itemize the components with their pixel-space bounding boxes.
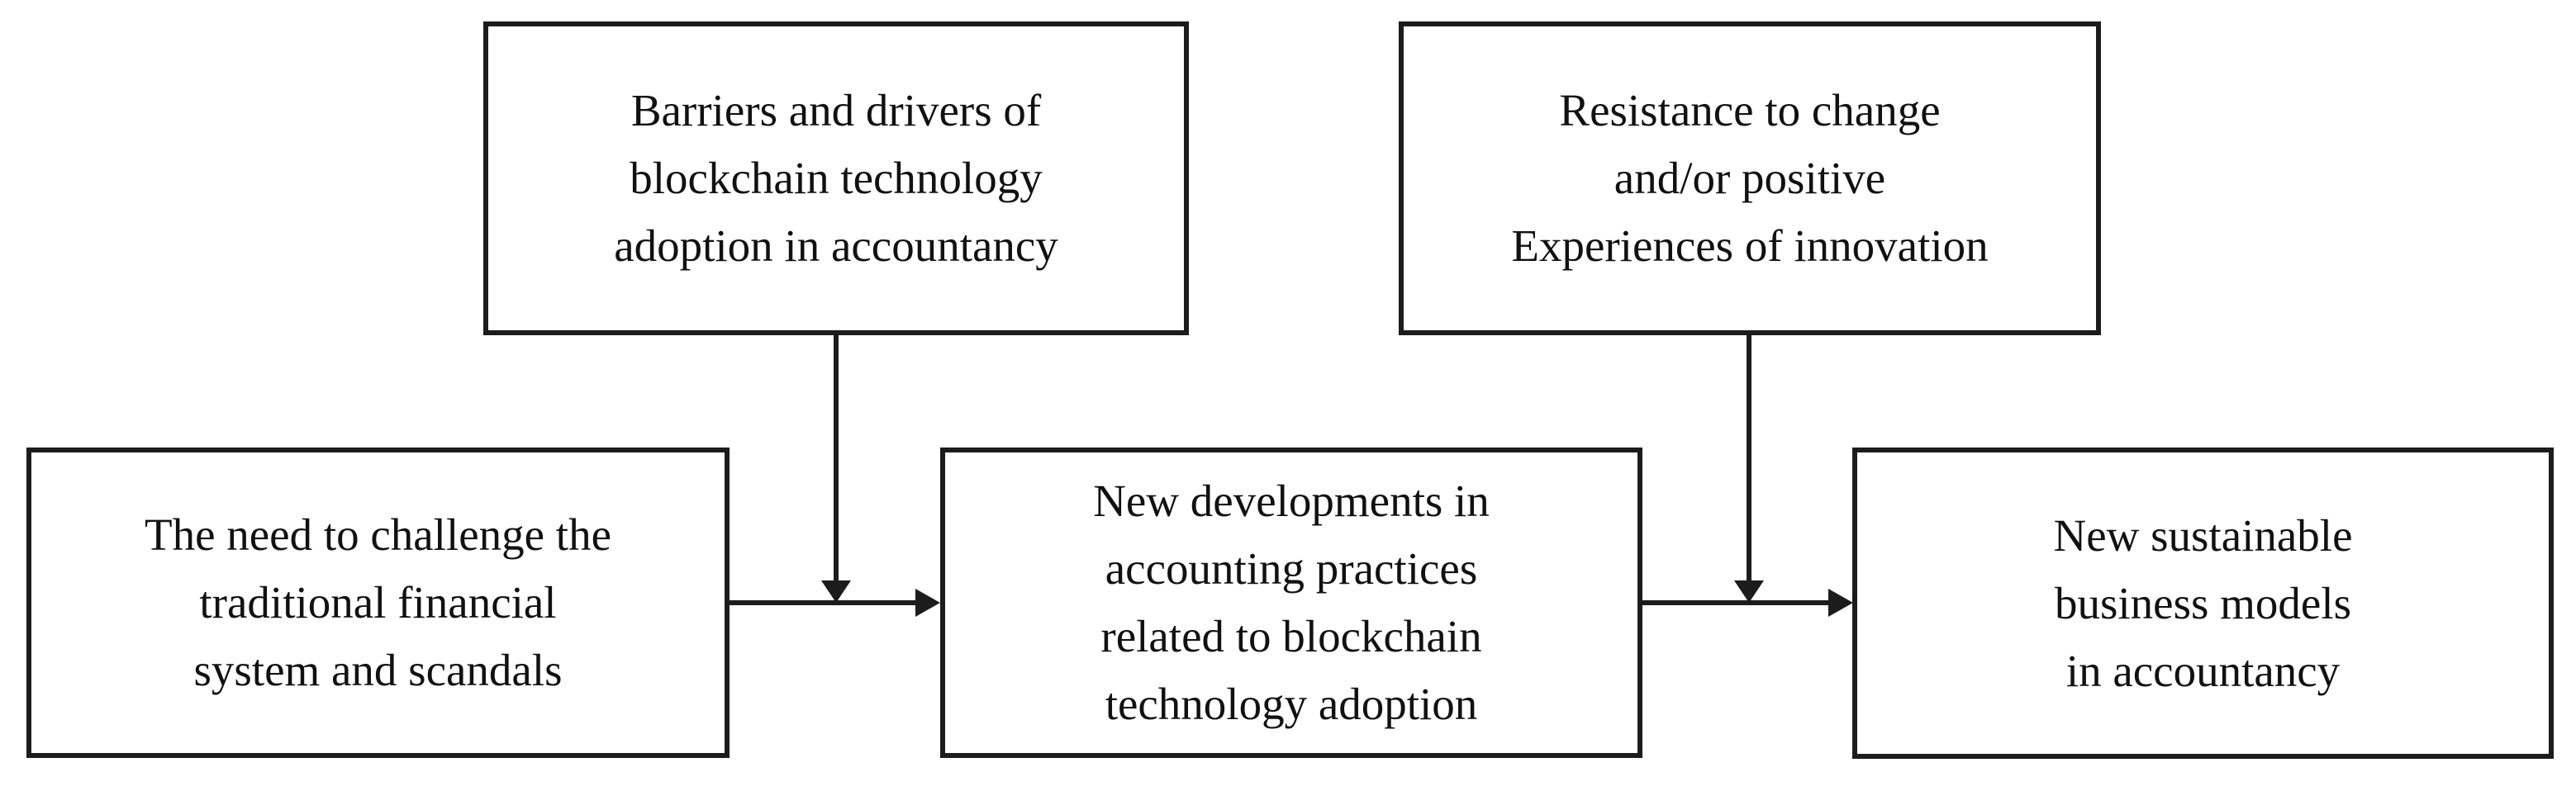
box-text-line: and/or positive <box>1614 153 1886 203</box>
box-text-line: New developments in <box>1093 476 1490 526</box>
box-new-developments: New developments in accounting practices… <box>940 448 1642 758</box>
arrowhead-right-icon <box>1828 589 1853 617</box>
box-text-line: Barriers and drivers of <box>630 85 1042 135</box>
arrow-shaft <box>1747 335 1751 583</box>
arrow-shaft <box>1642 600 1830 605</box>
box-text-line: Experiences of innovation <box>1511 220 1989 271</box>
box-text-line: technology adoption <box>1105 679 1478 729</box>
box-text-line: New sustainable <box>2053 509 2353 561</box>
box-barriers-drivers: Barriers and drivers of blockchain techn… <box>483 21 1189 335</box>
box-text-line: system and scandals <box>193 645 563 695</box>
box-text-line: accounting practices <box>1105 543 1478 594</box>
arrow-shaft <box>730 600 917 605</box>
box-text-line: The need to challenge the <box>144 509 611 560</box>
box-text-line: blockchain technology <box>630 153 1043 203</box>
box-text-line: Resistance to change <box>1559 85 1941 135</box>
arrowhead-down-icon <box>1734 580 1764 603</box>
box-resistance-change: Resistance to change and/or positive Exp… <box>1399 21 2101 335</box>
box-text-line: related to blockchain <box>1100 611 1482 661</box>
box-text-line: business models <box>2054 577 2352 628</box>
box-challenge-traditional-system: The need to challenge the traditional fi… <box>26 448 730 758</box>
box-text-line: in accountancy <box>2065 645 2341 696</box>
box-sustainable-models: New sustainable business models in accou… <box>1852 448 2554 759</box>
box-text-line: adoption in accountancy <box>614 220 1058 271</box>
arrow-shaft <box>834 335 839 583</box>
arrowhead-down-icon <box>821 580 851 603</box>
arrowhead-right-icon <box>915 589 940 617</box>
box-text-line: traditional financial <box>199 577 557 628</box>
